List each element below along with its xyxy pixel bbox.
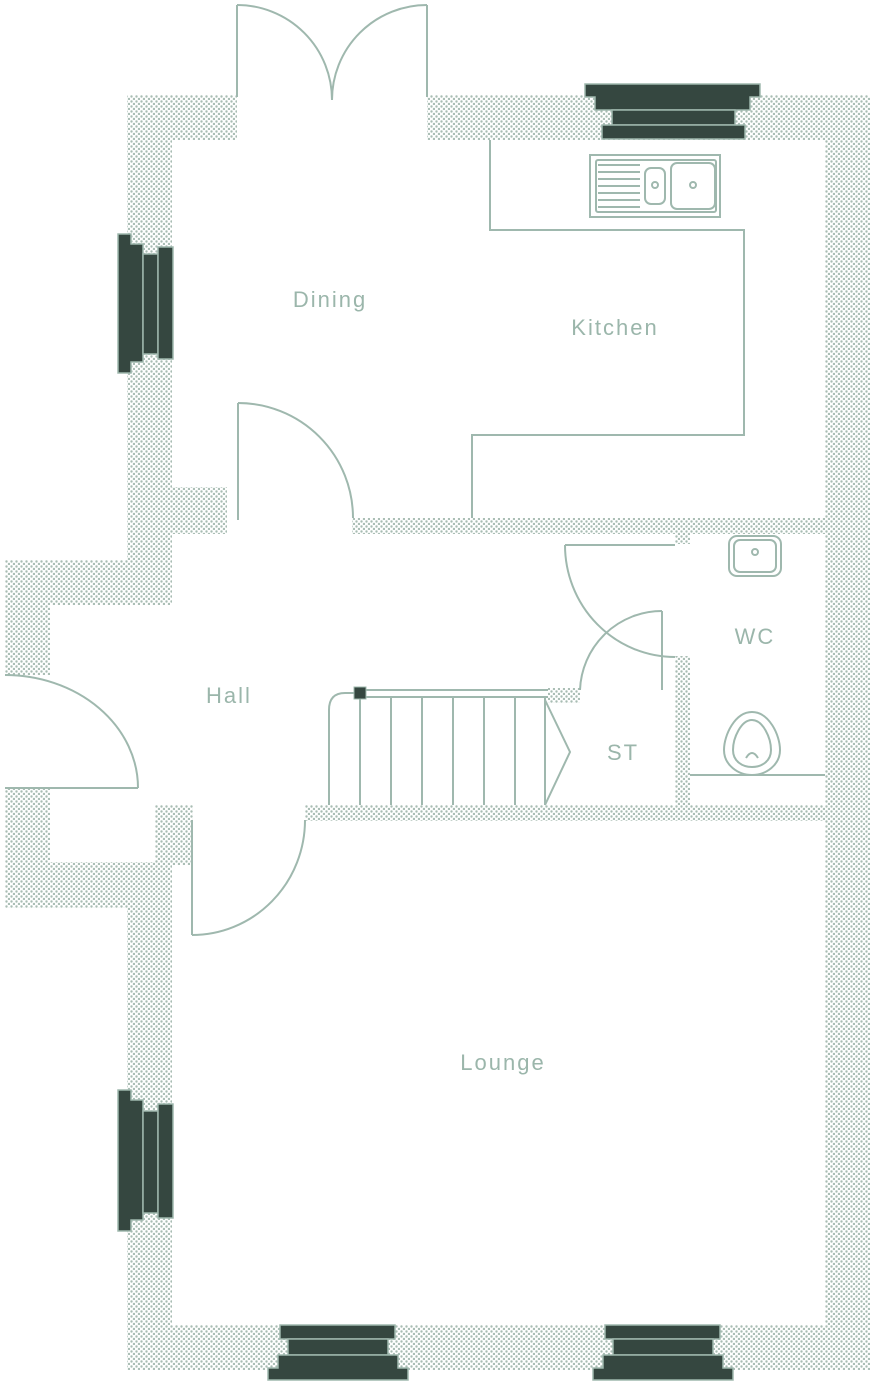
wall-bottom (127, 1325, 870, 1370)
basin-icon (728, 535, 782, 577)
wall-wc-top-stub (675, 518, 690, 544)
room-label-st: ST (607, 740, 639, 765)
staircase-icon (328, 689, 572, 806)
room-labels: Dining Kitchen Hall WC ST Lounge (206, 287, 776, 1075)
store-door-icon (579, 610, 663, 691)
window-icon (117, 233, 174, 374)
window-icon (592, 1324, 734, 1381)
wall-wc-left (675, 656, 690, 821)
wall-porch-left-upper (5, 560, 50, 675)
wall-dining-stub (127, 487, 227, 534)
wc-door-icon (564, 544, 676, 658)
window-icon (584, 83, 761, 140)
walls (5, 95, 870, 1370)
wall-dining-hall (352, 518, 825, 534)
front-door-icon (4, 674, 139, 789)
room-label-kitchen: Kitchen (571, 315, 658, 340)
sink-icon (589, 154, 721, 218)
door-swing-icon (237, 402, 354, 520)
double-door-icon (236, 4, 428, 101)
lounge-door-icon (191, 819, 306, 936)
kitchen-counter (471, 140, 745, 518)
window-icon (117, 1089, 174, 1232)
toilet-icon (722, 710, 782, 777)
wall-right (825, 95, 870, 1370)
wall-st-top (548, 688, 580, 703)
window-icon (267, 1324, 409, 1381)
stair-newel-post (353, 686, 367, 700)
wall-lounge-hall (305, 805, 825, 821)
room-label-dining: Dining (293, 287, 367, 312)
windows (117, 83, 761, 1381)
room-label-wc: WC (735, 624, 776, 649)
fixtures (4, 4, 825, 936)
wall-hall-stub (155, 805, 193, 865)
room-label-hall: Hall (206, 683, 252, 708)
room-label-lounge: Lounge (460, 1050, 545, 1075)
